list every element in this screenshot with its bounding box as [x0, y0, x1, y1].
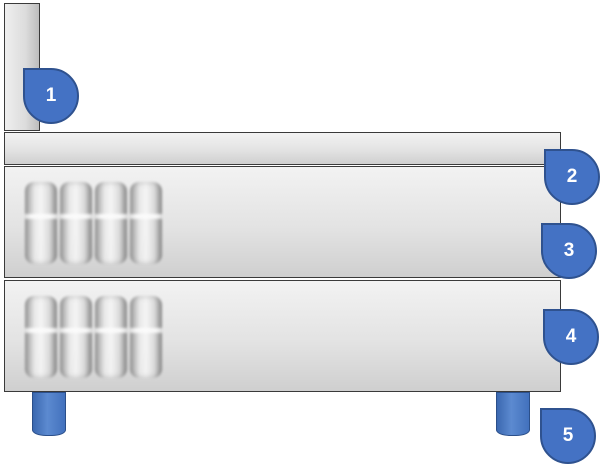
spring-coil	[25, 296, 57, 378]
callout-2: 2	[544, 149, 600, 205]
mattress	[4, 166, 561, 278]
spring-coil	[130, 182, 162, 264]
spring-coil	[130, 296, 162, 378]
pocket-springs-image	[25, 296, 162, 378]
spring-coil	[95, 182, 127, 264]
callout-4: 4	[543, 309, 599, 365]
pocket-springs-image	[25, 182, 162, 264]
bed-leg-right	[496, 392, 530, 436]
spring-coil	[60, 182, 92, 264]
bed-leg-left	[32, 392, 66, 436]
mattress-topper	[4, 132, 561, 165]
callout-1: 1	[23, 68, 79, 124]
callout-5: 5	[540, 408, 596, 464]
callout-3: 3	[541, 223, 597, 279]
spring-coil	[25, 182, 57, 264]
bed-base	[4, 280, 561, 392]
headboard	[4, 3, 40, 131]
spring-coil	[60, 296, 92, 378]
spring-coil	[95, 296, 127, 378]
